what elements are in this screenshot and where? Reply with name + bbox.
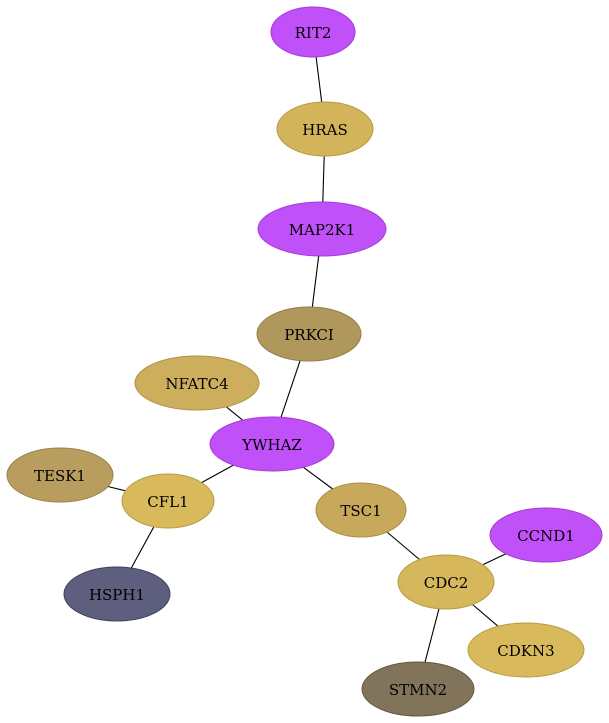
node-tesk1: TESK1 — [6, 447, 114, 503]
edge-cdc2-cdkn3 — [472, 604, 499, 627]
node-hsph1: HSPH1 — [63, 566, 171, 622]
node-label-hsph1: HSPH1 — [89, 586, 145, 604]
edge-map2k1-prkci — [311, 255, 320, 308]
node-ellipse-ccnd1 — [489, 507, 603, 563]
node-ellipse-map2k1 — [257, 201, 387, 257]
node-ellipse-tsc1 — [315, 482, 407, 538]
node-ellipse-prkci — [256, 306, 362, 362]
edge-tsc1-cdc2 — [386, 531, 420, 560]
edge-tesk1-cfl1 — [107, 485, 126, 492]
node-label-ywhaz: YWHAZ — [241, 436, 302, 454]
node-label-stmn2: STMN2 — [389, 681, 447, 699]
node-cfl1: CFL1 — [121, 473, 215, 529]
edges-layer — [107, 56, 507, 663]
edge-rit2-hras — [315, 56, 323, 103]
node-cdkn3: CDKN3 — [467, 622, 585, 678]
node-label-map2k1: MAP2K1 — [289, 221, 356, 239]
edge-cfl1-hsph1 — [130, 526, 155, 569]
node-stmn2: STMN2 — [361, 661, 475, 717]
node-label-cdc2: CDC2 — [424, 574, 469, 592]
node-map2k1: MAP2K1 — [257, 201, 387, 257]
node-ellipse-tesk1 — [6, 447, 114, 503]
node-ellipse-rit2 — [270, 6, 356, 58]
node-label-hras: HRAS — [302, 121, 347, 139]
node-label-cdkn3: CDKN3 — [497, 642, 554, 660]
node-hras: HRAS — [276, 101, 374, 157]
edge-cdc2-stmn2 — [424, 608, 440, 663]
node-prkci: PRKCI — [256, 306, 362, 362]
node-ellipse-ywhaz — [209, 416, 335, 472]
node-ellipse-cdc2 — [397, 554, 495, 610]
node-label-rit2: RIT2 — [295, 24, 332, 42]
node-label-ccnd1: CCND1 — [517, 527, 575, 545]
edge-ywhaz-cfl1 — [201, 464, 234, 484]
node-label-cfl1: CFL1 — [147, 493, 188, 511]
edge-prkci-ywhaz — [280, 360, 301, 418]
node-rit2: RIT2 — [270, 6, 356, 58]
node-label-nfatc4: NFATC4 — [165, 375, 228, 393]
node-label-tsc1: TSC1 — [340, 502, 381, 520]
node-ellipse-cfl1 — [121, 473, 215, 529]
node-ellipse-nfatc4 — [134, 355, 260, 411]
node-nfatc4: NFATC4 — [134, 355, 260, 411]
edge-hras-map2k1 — [322, 155, 325, 203]
node-ellipse-cdkn3 — [467, 622, 585, 678]
node-label-prkci: PRKCI — [284, 326, 334, 344]
node-label-tesk1: TESK1 — [34, 467, 86, 485]
edge-ccnd1-cdc2 — [482, 553, 507, 566]
node-ccnd1: CCND1 — [489, 507, 603, 563]
node-ywhaz: YWHAZ — [209, 416, 335, 472]
edge-ywhaz-tsc1 — [303, 466, 334, 490]
edge-nfatc4-ywhaz — [225, 406, 244, 421]
node-tsc1: TSC1 — [315, 482, 407, 538]
node-ellipse-stmn2 — [361, 661, 475, 717]
node-ellipse-hsph1 — [63, 566, 171, 622]
node-ellipse-hras — [276, 101, 374, 157]
node-cdc2: CDC2 — [397, 554, 495, 610]
